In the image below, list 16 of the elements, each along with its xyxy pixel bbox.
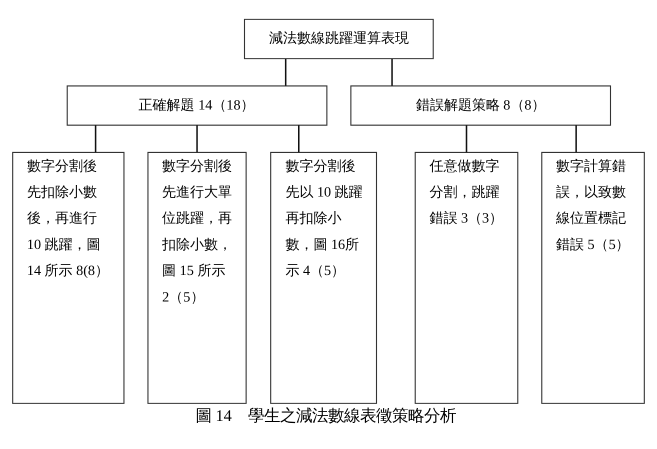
node-box: 減法數線跳躍運算表現 xyxy=(244,18,434,59)
node-box: 任意做數字分割，跳躍錯誤 3（3） xyxy=(414,151,518,404)
connector xyxy=(196,124,198,152)
connector xyxy=(575,124,577,152)
connector xyxy=(94,124,96,152)
connector xyxy=(298,124,300,152)
node-box: 數字分割後先進行大單位跳躍，再扣除小數，圖 15 所示2（5） xyxy=(147,151,247,404)
connector xyxy=(284,58,286,86)
connector xyxy=(466,124,468,152)
node-box: 正確解題 14（18） xyxy=(66,84,328,126)
node-box: 數字分割後先以 10 跳躍再扣除小數，圖 16所示 4（5） xyxy=(270,151,378,404)
node-box: 數字計算錯誤，以致數線位置標記錯誤 5（5） xyxy=(541,151,645,404)
connector xyxy=(391,58,393,86)
caption: 圖 14 學生之減法數線表徵策略分析 xyxy=(195,405,456,424)
node-box: 錯誤解題策略 8（8） xyxy=(350,84,612,126)
node-box: 數字分割後先扣除小數後，再進行10 跳躍，圖14 所示 8(8） xyxy=(12,151,124,404)
